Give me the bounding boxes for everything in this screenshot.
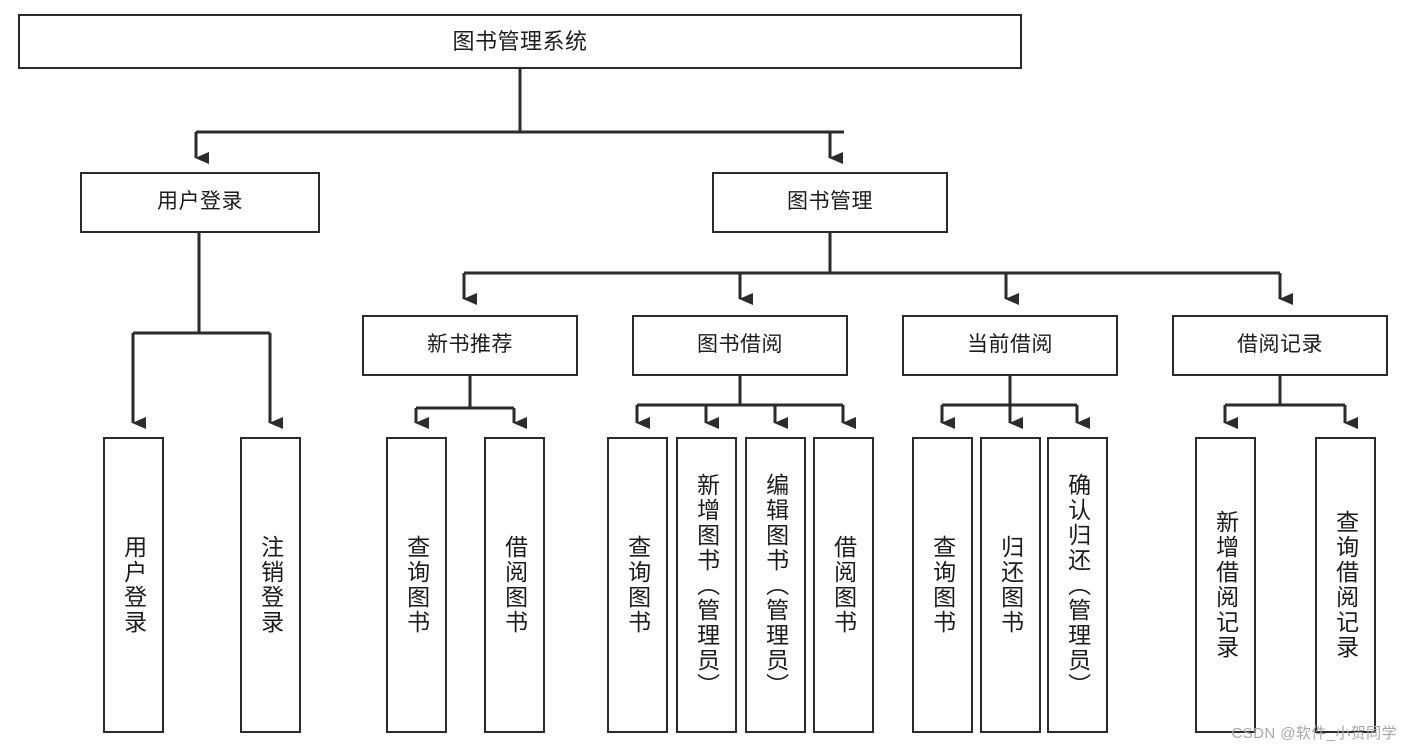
node-borrow-records[interactable]: 借阅记录 [1172, 315, 1388, 376]
leaf-current-query-book[interactable]: 查询图书 [912, 437, 973, 733]
node-label: 图书管理 [787, 190, 873, 214]
leaf-user-login-signin[interactable]: 用户登录 [103, 437, 164, 733]
leaf-borrow-borrow-book[interactable]: 借阅图书 [813, 437, 874, 733]
node-book-management[interactable]: 图书管理 [712, 172, 948, 233]
leaf-records-add-record[interactable]: 新增借阅记录 [1195, 437, 1256, 733]
node-label: 新书推荐 [427, 333, 513, 357]
leaf-recommend-query-book[interactable]: 查询图书 [386, 437, 447, 733]
node-label: 图书借阅 [697, 333, 783, 357]
node-new-book-recommend[interactable]: 新书推荐 [362, 315, 578, 376]
leaf-user-login-signout[interactable]: 注销登录 [240, 437, 301, 733]
node-label: 新增图书（管理员） [693, 472, 720, 698]
leaf-records-query-record[interactable]: 查询借阅记录 [1315, 437, 1376, 733]
node-label: 确认归还（管理员） [1064, 472, 1091, 698]
leaf-borrow-add-book-admin[interactable]: 新增图书（管理员） [676, 437, 737, 733]
leaf-borrow-edit-book-admin[interactable]: 编辑图书（管理员） [745, 437, 806, 733]
node-label: 查询图书 [403, 535, 430, 635]
node-label: 查询图书 [624, 535, 651, 635]
node-label: 借阅记录 [1237, 333, 1323, 357]
leaf-current-confirm-return-admin[interactable]: 确认归还（管理员） [1047, 437, 1108, 733]
node-label: 归还图书 [997, 535, 1024, 635]
node-label: 图书管理系统 [452, 28, 588, 54]
csdn-watermark: CSDN @软件_小贺同学 [1231, 725, 1397, 742]
node-label: 查询图书 [929, 535, 956, 635]
node-label: 新增借阅记录 [1212, 510, 1239, 660]
node-book-borrow[interactable]: 图书借阅 [632, 315, 848, 376]
node-label: 当前借阅 [967, 333, 1053, 357]
node-label: 用户登录 [157, 190, 243, 214]
leaf-recommend-borrow-book[interactable]: 借阅图书 [484, 437, 545, 733]
leaf-borrow-query-book[interactable]: 查询图书 [607, 437, 668, 733]
node-current-borrow[interactable]: 当前借阅 [902, 315, 1118, 376]
node-label: 编辑图书（管理员） [762, 472, 789, 698]
node-root-library-system[interactable]: 图书管理系统 [18, 14, 1022, 69]
node-label: 查询借阅记录 [1332, 510, 1359, 660]
node-label: 借阅图书 [830, 535, 857, 635]
node-label: 借阅图书 [501, 535, 528, 635]
node-label: 注销登录 [257, 535, 284, 635]
node-label: 用户登录 [120, 535, 147, 635]
node-user-login[interactable]: 用户登录 [80, 172, 320, 233]
leaf-current-return-book[interactable]: 归还图书 [980, 437, 1041, 733]
